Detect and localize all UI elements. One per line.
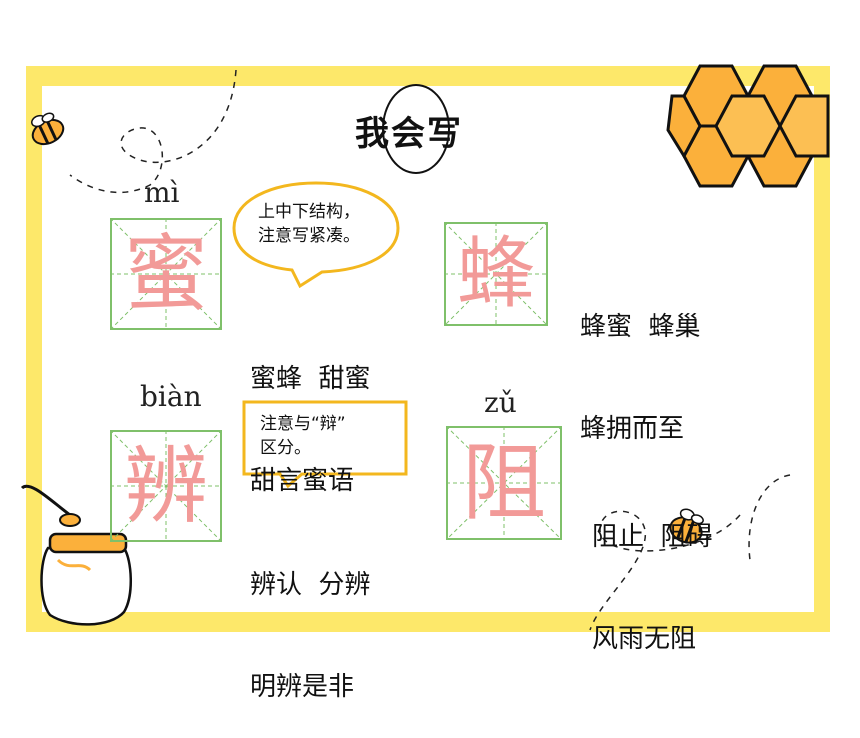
words-zu: 阻止 阻碍 风雨无阻 bbox=[592, 452, 713, 690]
title-ring bbox=[382, 84, 450, 174]
note-2-line-1: 注意与“辩” bbox=[260, 414, 346, 434]
words-bian: 辨认 分辨 明辨是非 bbox=[250, 500, 371, 738]
words-mi-line-1: 蜜蜂 甜蜜 bbox=[250, 364, 371, 394]
speech-bubble-1 bbox=[232, 181, 400, 289]
character-mi: 蜜 bbox=[123, 225, 208, 323]
pinyin-zu: zǔ bbox=[484, 386, 517, 419]
page-title: 我会写 bbox=[355, 114, 463, 154]
words-zu-line-2: 风雨无阻 bbox=[592, 624, 697, 654]
pinyin-bian: biàn bbox=[140, 380, 202, 413]
note-2-line-2: 区分。 bbox=[260, 438, 311, 458]
tianzige-grid-2: 蜂 bbox=[444, 222, 548, 326]
words-feng-line-2: 蜂拥而至 bbox=[580, 414, 685, 444]
character-bian: 辨 bbox=[123, 437, 208, 535]
note-1: 上中下结构， 注意写紧凑。 bbox=[258, 200, 360, 248]
note-1-line-1: 上中下结构， bbox=[258, 202, 360, 222]
words-zu-line-1: 阻止 阻碍 bbox=[592, 522, 713, 552]
tianzige-grid-3: 辨 bbox=[110, 430, 222, 542]
words-mi: 蜜蜂 甜蜜 甜言蜜语 bbox=[250, 294, 371, 532]
tianzige-grid-1: 蜜 bbox=[110, 218, 222, 330]
tianzige-grid-4: 阻 bbox=[446, 426, 562, 540]
pinyin-mi: mì bbox=[144, 176, 180, 209]
character-feng: 蜂 bbox=[456, 229, 535, 319]
note-2: 注意与“辩” 区分。 bbox=[260, 412, 346, 460]
words-feng-line-1: 蜂蜜 蜂巢 bbox=[580, 312, 701, 342]
note-1-line-2: 注意写紧凑。 bbox=[258, 226, 360, 246]
words-bian-line-1: 辨认 分辨 bbox=[250, 570, 371, 600]
speech-bubble-2 bbox=[242, 400, 408, 488]
words-feng: 蜂蜜 蜂巢 蜂拥而至 bbox=[580, 242, 701, 480]
words-mi-line-2: 甜言蜜语 bbox=[250, 466, 355, 496]
words-bian-line-2: 明辨是非 bbox=[250, 672, 355, 702]
character-zu: 阻 bbox=[461, 434, 546, 532]
